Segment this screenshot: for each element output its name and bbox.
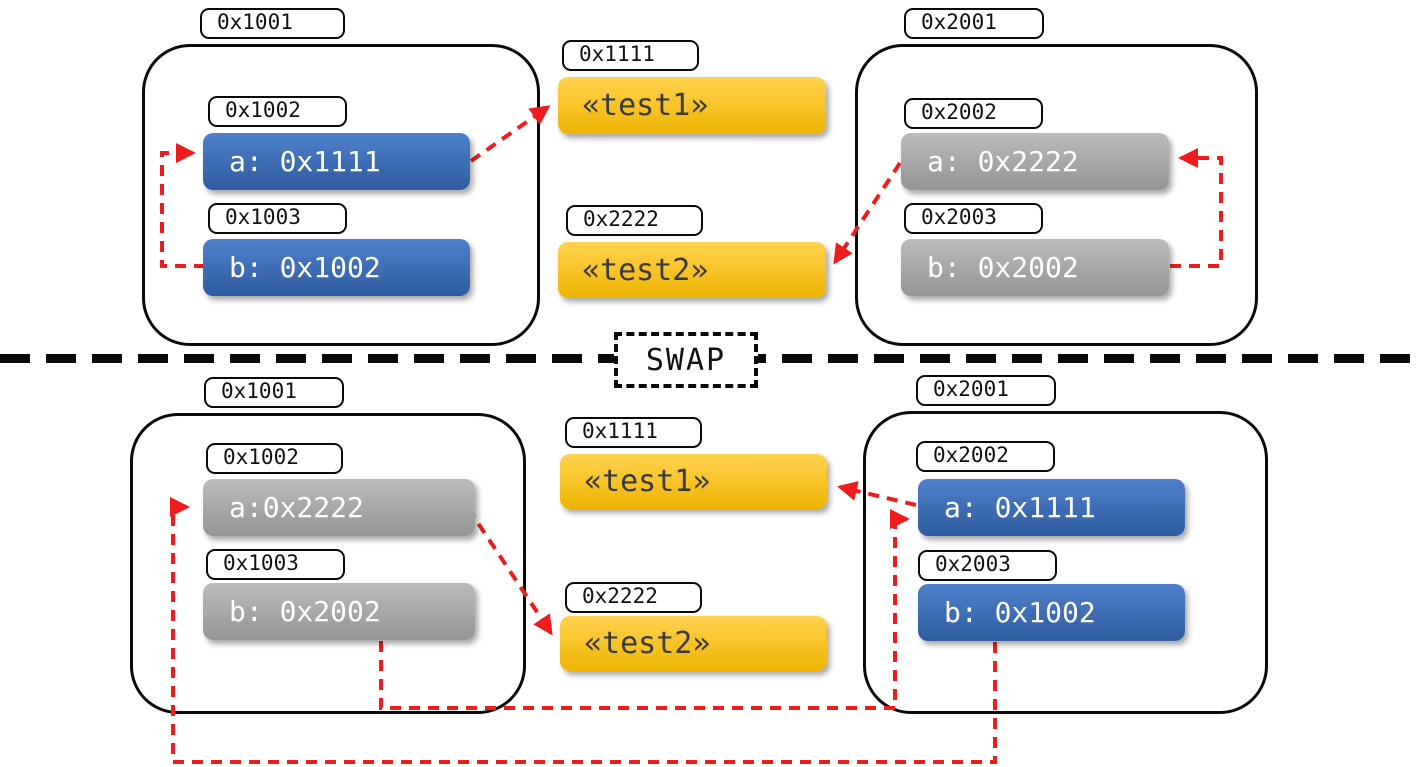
variable-cell: b: 0x2002 — [901, 239, 1169, 296]
address-tag: 0x1002 — [208, 96, 347, 127]
address-tag: 0x1001 — [204, 377, 344, 408]
variable-cell: a: 0x1111 — [918, 479, 1185, 536]
address-tag: 0x2003 — [918, 550, 1057, 581]
string-cell: «test1» — [558, 77, 826, 134]
variable-cell: b: 0x1002 — [918, 584, 1185, 641]
address-tag: 0x2222 — [565, 582, 702, 613]
panel-top-right-stack — [855, 44, 1258, 346]
variable-cell: b: 0x1002 — [203, 239, 470, 296]
address-tag: 0x1111 — [565, 417, 702, 448]
variable-cell: b: 0x2002 — [203, 583, 475, 640]
address-tag: 0x2222 — [566, 205, 703, 236]
address-tag: 0x1111 — [562, 40, 699, 71]
address-tag: 0x1003 — [208, 203, 347, 234]
variable-cell: a: 0x1111 — [203, 133, 470, 190]
string-cell: «test1» — [560, 454, 827, 509]
address-tag: 0x1001 — [200, 8, 345, 39]
variable-cell: a:0x2222 — [203, 479, 475, 536]
string-cell: «test2» — [560, 616, 827, 671]
address-tag: 0x1002 — [206, 443, 343, 474]
variable-cell: a: 0x2222 — [901, 133, 1169, 190]
panel-top-left-stack — [142, 44, 540, 346]
address-tag: 0x2003 — [904, 203, 1043, 234]
address-tag: 0x2001 — [916, 375, 1056, 406]
swap-label: SWAP — [645, 342, 727, 378]
address-tag: 0x1003 — [206, 549, 345, 580]
address-tag: 0x2001 — [904, 8, 1044, 39]
address-tag: 0x2002 — [904, 98, 1043, 129]
address-tag: 0x2002 — [916, 441, 1055, 472]
swap-label-box: SWAP — [614, 332, 758, 388]
string-cell: «test2» — [558, 242, 826, 298]
